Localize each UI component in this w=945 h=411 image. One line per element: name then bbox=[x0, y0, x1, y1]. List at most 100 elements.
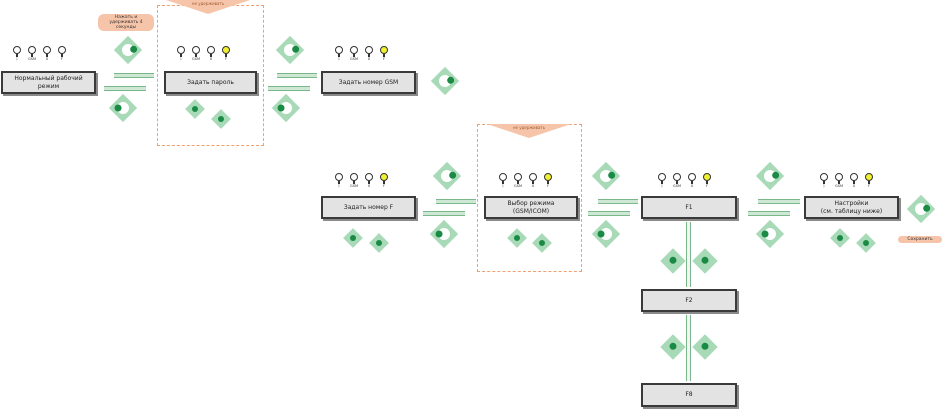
led-indicator: X bbox=[850, 173, 858, 188]
led-indicator: F bbox=[380, 46, 388, 61]
bulb-stem bbox=[502, 181, 504, 184]
led-indicator: GSM bbox=[350, 46, 358, 61]
state-set-number-gsm[interactable]: Задать номер GSM bbox=[321, 71, 416, 94]
led-indicator: GSM bbox=[514, 173, 522, 188]
led-label: X bbox=[852, 184, 856, 188]
top-hint-triangle bbox=[166, 0, 250, 14]
bulb-stem bbox=[706, 181, 708, 184]
bulb-icon bbox=[58, 46, 66, 54]
arrow-f1-to-f2 bbox=[686, 222, 691, 287]
bulb-stem bbox=[517, 181, 519, 184]
bulb-stem bbox=[16, 54, 18, 57]
bulb-stem bbox=[338, 54, 340, 57]
bulb-icon bbox=[544, 173, 552, 181]
led-indicator: GSM bbox=[350, 173, 358, 188]
arrow-f2-to-f8 bbox=[686, 315, 691, 381]
arrow-mode-to-f bbox=[423, 211, 465, 216]
button-icon bbox=[369, 233, 389, 253]
led-label: F bbox=[867, 184, 870, 188]
state-f1-label: F1 bbox=[685, 203, 693, 211]
bulb-stem bbox=[838, 181, 840, 184]
bulb-icon bbox=[350, 46, 358, 54]
bulb-stem bbox=[676, 181, 678, 184]
bulb-icon bbox=[658, 173, 666, 181]
state-f2-label: F2 bbox=[685, 296, 693, 304]
led-indicator: X bbox=[529, 173, 537, 188]
bulb-stem bbox=[661, 181, 663, 184]
button-icon bbox=[692, 334, 718, 360]
led-indicator: F bbox=[544, 173, 552, 188]
bulb-stem bbox=[532, 181, 534, 184]
button-icon bbox=[830, 228, 850, 248]
bulb-icon bbox=[380, 173, 388, 181]
led-indicator: GSM bbox=[192, 46, 200, 61]
button-icon bbox=[591, 161, 621, 191]
state-select-mode[interactable]: Выбор режима (GSM/ICOM) bbox=[484, 196, 578, 219]
led-label: GSM bbox=[28, 57, 36, 61]
bulb-icon bbox=[177, 46, 185, 54]
state-set-password[interactable]: Задать пароль bbox=[164, 71, 257, 94]
bulb-icon bbox=[28, 46, 36, 54]
button-icon bbox=[113, 35, 143, 65]
led-indicator: X bbox=[207, 46, 215, 61]
button-icon bbox=[692, 248, 718, 274]
led-label: GSM bbox=[350, 184, 358, 188]
button-icon bbox=[275, 35, 305, 65]
arrow-f1-to-mode bbox=[588, 211, 630, 216]
arrow-mode-to-f1 bbox=[598, 199, 638, 204]
led-label: ᛒ bbox=[660, 184, 664, 188]
state-select-mode-line2: (GSM/ICOM) bbox=[512, 207, 550, 215]
state-set-number-f[interactable]: Задать номер F bbox=[321, 196, 416, 219]
state-set-password-label: Задать пароль bbox=[187, 78, 234, 86]
bulb-stem bbox=[338, 181, 340, 184]
bulb-icon bbox=[380, 46, 388, 54]
bulb-icon bbox=[222, 46, 230, 54]
state-f1[interactable]: F1 bbox=[641, 196, 737, 219]
state-normal-line2: режим bbox=[37, 82, 60, 90]
led-indicator: X bbox=[365, 46, 373, 61]
led-label: X bbox=[45, 57, 49, 61]
state-normal-line1: Нормальный рабочий bbox=[14, 74, 83, 82]
led-label: ᛒ bbox=[337, 184, 341, 188]
bulb-stem bbox=[691, 181, 693, 184]
led-label: X bbox=[367, 57, 371, 61]
bulb-stem bbox=[46, 54, 48, 57]
bulb-stem bbox=[31, 54, 33, 57]
bulb-stem bbox=[853, 181, 855, 184]
led-indicator: ᛒ bbox=[177, 46, 185, 61]
bulb-icon bbox=[820, 173, 828, 181]
button-icon bbox=[429, 219, 459, 249]
state-f8[interactable]: F8 bbox=[641, 383, 737, 407]
bulb-stem bbox=[383, 54, 385, 57]
mid-hint-triangle bbox=[487, 124, 571, 138]
bulb-icon bbox=[835, 173, 843, 181]
bulb-stem bbox=[353, 54, 355, 57]
arrow-password-to-gsm bbox=[277, 73, 317, 78]
press-hold-note: Нажать и удерживать 4 секунды bbox=[98, 14, 154, 31]
state-settings[interactable]: Настройки (см. таблицу ниже) bbox=[804, 196, 899, 219]
button-icon bbox=[755, 161, 785, 191]
bulb-icon bbox=[43, 46, 51, 54]
led-indicator: GSM bbox=[835, 173, 843, 188]
arrow-f1-to-settings bbox=[758, 199, 800, 204]
led-label: X bbox=[690, 184, 694, 188]
state-normal[interactable]: Нормальный рабочий режим bbox=[1, 71, 96, 94]
bulb-icon bbox=[365, 173, 373, 181]
bulb-stem bbox=[368, 54, 370, 57]
state-f2[interactable]: F2 bbox=[641, 289, 737, 312]
button-icon bbox=[343, 228, 363, 248]
save-note: Сохранить bbox=[898, 236, 942, 243]
bulb-icon bbox=[207, 46, 215, 54]
button-icon bbox=[906, 194, 936, 224]
bulb-stem bbox=[225, 54, 227, 57]
button-icon bbox=[108, 93, 138, 123]
arrow-password-to-normal bbox=[104, 86, 146, 91]
bulb-icon bbox=[514, 173, 522, 181]
bulb-stem bbox=[823, 181, 825, 184]
led-indicator: ᛒ bbox=[13, 46, 21, 61]
